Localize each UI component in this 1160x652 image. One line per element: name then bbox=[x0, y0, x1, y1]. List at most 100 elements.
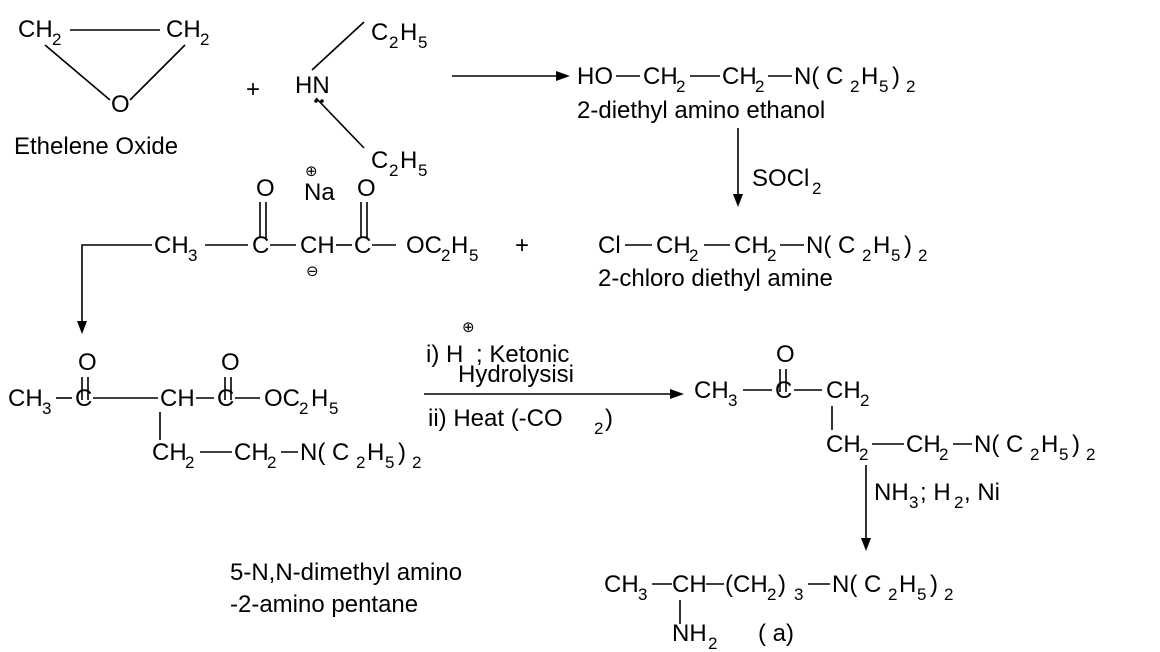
dae-n-close: ) bbox=[892, 63, 900, 90]
pr-caption-line2: -2-amino pentane bbox=[230, 591, 418, 618]
lone-pair-dot-2 bbox=[320, 99, 324, 103]
cda-n-sub3: 2 bbox=[918, 246, 927, 265]
dea-ethyl-top-sub2: 5 bbox=[418, 33, 427, 52]
diethylamine: C 2 H 5 HN C 2 H 5 bbox=[295, 19, 427, 180]
sae-c2: C bbox=[354, 232, 371, 259]
ae-oc2h5-sub1: 2 bbox=[299, 399, 308, 418]
dae-n-sub3: 2 bbox=[906, 77, 915, 96]
pr-ch2-count: 3 bbox=[794, 585, 803, 604]
ra-nh3: NH bbox=[874, 479, 909, 506]
ae-oc2h5-sub2: 5 bbox=[329, 399, 338, 418]
ra-rest: ; H bbox=[920, 479, 951, 506]
sae-ch: CH bbox=[300, 232, 335, 259]
pr-n-group: N( C bbox=[832, 571, 881, 598]
amino-ketone: O CH 3 C CH 2 CH 2 CH 2 N( C 2 H 5 ) 2 bbox=[694, 341, 1095, 464]
ae-oc2h5: OC bbox=[264, 385, 300, 412]
cda-n-h: H bbox=[873, 232, 890, 259]
sae-oc2h5-h: H bbox=[451, 232, 468, 259]
plus-sign-1: + bbox=[246, 76, 260, 103]
kt-n-h: H bbox=[1041, 431, 1058, 458]
sae-c1: C bbox=[252, 232, 269, 259]
ra-ni: , Ni bbox=[964, 479, 1000, 506]
eo-caption: Ethelene Oxide bbox=[14, 133, 178, 160]
pr-ch2-sub: 2 bbox=[767, 585, 776, 604]
dae-ch2a-sub: 2 bbox=[676, 77, 685, 96]
arrow-hyd-head bbox=[670, 389, 684, 399]
ae-n-sub2: 5 bbox=[385, 453, 394, 472]
cda-n-close: ) bbox=[904, 232, 912, 259]
dea-hn: HN bbox=[295, 72, 330, 99]
reaction-arrow-reductive-amination: NH 3 ; H 2 , Ni bbox=[861, 465, 1000, 551]
kt-n-sub3: 2 bbox=[1086, 445, 1095, 464]
kt-ch2b: CH bbox=[906, 431, 941, 458]
hyd-line1-prefix: i) H bbox=[426, 341, 463, 368]
alkylated-ester: O O CH 3 C CH C OC 2 H 5 CH 2 CH 2 N( C … bbox=[8, 349, 421, 472]
sae-oc2h5: OC bbox=[406, 232, 442, 259]
hyd-line2: Hydrolysisi bbox=[458, 361, 574, 388]
ae-n-group: N( C bbox=[300, 439, 349, 466]
pr-n-sub1: 2 bbox=[888, 585, 897, 604]
pr-n-sub3: 2 bbox=[944, 585, 953, 604]
ae-ch2b: CH bbox=[234, 439, 269, 466]
ae-ch2a-sub: 2 bbox=[185, 453, 194, 472]
diethylaminoethanol: HO CH 2 CH 2 N( C 2 H 5 ) 2 2-diethyl am… bbox=[577, 63, 915, 124]
ae-n-close: ) bbox=[398, 439, 406, 466]
ae-ch3: CH bbox=[8, 385, 43, 412]
kt-ch3-sub: 3 bbox=[728, 391, 737, 410]
dea-bond-bottom bbox=[315, 97, 365, 149]
dae-n-sub1: 2 bbox=[850, 77, 859, 96]
plus-sign-2: + bbox=[515, 232, 529, 259]
dae-n-sub2: 5 bbox=[879, 77, 888, 96]
hyd-line3: ii) Heat (-CO bbox=[428, 405, 563, 432]
dea-ethyl-top-h: H bbox=[400, 19, 417, 46]
sae-oc2h5-sub2: 5 bbox=[469, 246, 478, 265]
sae-o2: O bbox=[357, 175, 376, 202]
ae-n-sub3: 2 bbox=[412, 453, 421, 472]
pr-n-close: ) bbox=[930, 571, 938, 598]
hyd-line3-close: ) bbox=[605, 405, 613, 432]
kt-ch2a-sub: 2 bbox=[859, 445, 868, 464]
cda-caption: 2-chloro diethyl amine bbox=[598, 265, 833, 292]
eo-ch2-right-sub: 2 bbox=[200, 30, 209, 49]
eo-ch2-left-sub: 2 bbox=[52, 30, 61, 49]
ae-n-sub1: 2 bbox=[356, 453, 365, 472]
ae-ch: CH bbox=[160, 385, 195, 412]
socl2-reagent: SOCl bbox=[752, 165, 809, 192]
pr-nh2-sub: 2 bbox=[708, 634, 717, 652]
arrow-socl2-head bbox=[733, 194, 743, 207]
dea-ethyl-bottom-sub2: 5 bbox=[418, 161, 427, 180]
eo-c-o-bond-left bbox=[44, 44, 111, 101]
pr-ch2-close: ) bbox=[778, 571, 786, 598]
cda-n-sub1: 2 bbox=[862, 246, 871, 265]
arrow-1-head bbox=[556, 71, 570, 81]
pr-ch3-sub: 3 bbox=[638, 585, 647, 604]
ae-o2: O bbox=[221, 349, 240, 376]
cda-ch2b: CH bbox=[734, 232, 769, 259]
arrow-ra-head bbox=[861, 538, 871, 551]
dea-ethyl-top-sub1: 2 bbox=[389, 33, 398, 52]
sae-connector-arrowhead bbox=[77, 321, 87, 334]
pr-caption-line1: 5-N,N-dimethyl amino bbox=[230, 559, 462, 586]
final-product: 5-N,N-dimethyl amino -2-amino pentane CH… bbox=[230, 559, 953, 652]
pr-n-h: H bbox=[899, 571, 916, 598]
dae-n-group: N( C bbox=[794, 63, 843, 90]
kt-ch2-top: CH bbox=[826, 377, 861, 404]
cda-cl: Cl bbox=[598, 232, 621, 259]
reaction-arrow-1 bbox=[452, 71, 570, 81]
pr-nh2: NH bbox=[672, 620, 707, 647]
ae-ch3-sub: 3 bbox=[42, 399, 51, 418]
ae-c2: C bbox=[217, 385, 234, 412]
dea-ethyl-bottom-h: H bbox=[400, 147, 417, 174]
ra-h2-sub: 2 bbox=[954, 493, 963, 512]
pr-ch: CH bbox=[672, 571, 707, 598]
pr-ch2-group: (CH bbox=[725, 571, 768, 598]
chloro-diethylamine: Cl CH 2 CH 2 N( C 2 H 5 ) 2 2-chloro die… bbox=[598, 232, 927, 292]
cda-n-sub2: 5 bbox=[891, 246, 900, 265]
cda-n-group: N( C bbox=[806, 232, 855, 259]
cda-ch2b-sub: 2 bbox=[767, 246, 776, 265]
dea-ethyl-bottom-sub1: 2 bbox=[389, 161, 398, 180]
dea-bond-top bbox=[311, 21, 365, 71]
dae-caption: 2-diethyl amino ethanol bbox=[577, 97, 825, 124]
dae-ch2b: CH bbox=[722, 63, 757, 90]
